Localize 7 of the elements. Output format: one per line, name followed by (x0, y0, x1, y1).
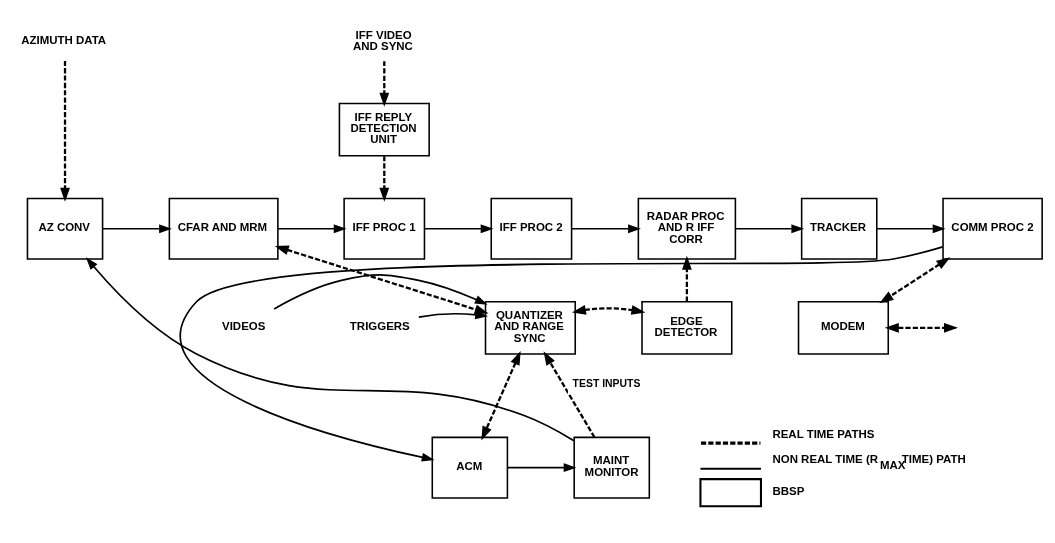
node-text: TRIGGERS (349, 319, 410, 332)
legend-label: REAL TIME PATHS (772, 428, 875, 441)
node-text: VIDEOS (222, 319, 266, 332)
node-text: AZIMUTH DATA (21, 33, 107, 46)
legend-label: BBSP (772, 484, 805, 497)
edge-label: TEST INPUTS (572, 377, 641, 389)
node-text: IFF VIDEO AND SYNC (352, 28, 413, 53)
